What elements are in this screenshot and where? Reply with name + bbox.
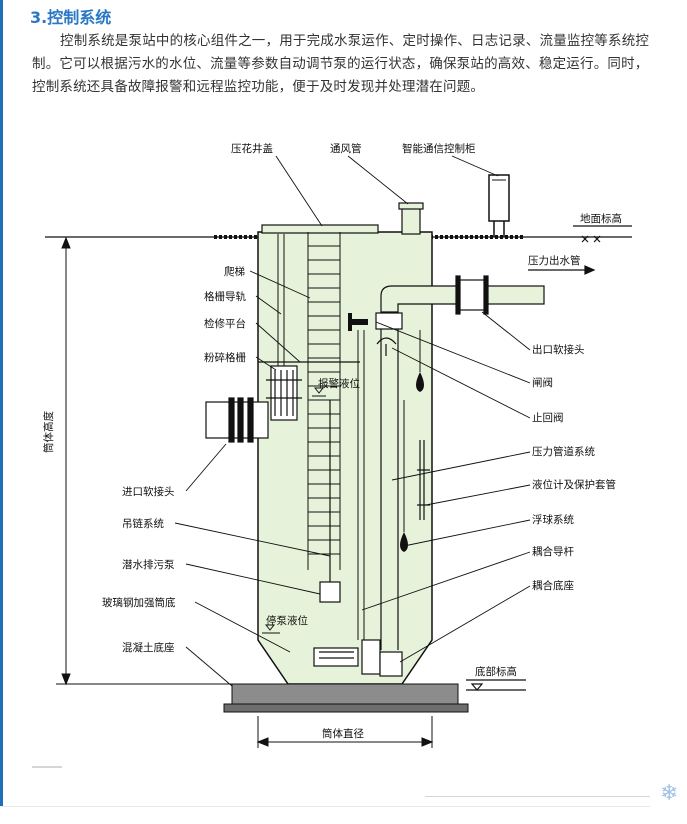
vent-pipe: [401, 207, 421, 235]
label-bottom-level: 底部标高: [475, 665, 517, 678]
guide-rods: [357, 330, 365, 640]
label-diameter: 筒体直径: [322, 727, 364, 740]
ground-marker: [573, 225, 632, 243]
label-chain: 吊链系统: [122, 517, 164, 530]
label-guide-rod: 耦合导杆: [532, 545, 574, 558]
section-heading: 3.控制系统: [30, 8, 112, 27]
label-grille-rail: 格栅导轨: [204, 290, 246, 303]
label-level-gauge: 液位计及保护套管: [532, 478, 616, 491]
label-frp-bottom: 玻璃钢加强筒底: [102, 596, 176, 609]
alarm-level-mark: [312, 387, 326, 397]
well-cover: [261, 224, 379, 234]
pump-station-diagram: 压花井盖 通风管 智能通信控制柜 地面标高 压力出水管 出口软接头 闸阀 止回阀…: [42, 142, 632, 748]
label-platform: 检修平台: [204, 317, 246, 330]
label-pump: 潜水排污泵: [122, 558, 175, 571]
outlet-pipework: [380, 275, 545, 315]
outlet-arrow: [528, 265, 596, 275]
label-crusher: 粉碎格栅: [204, 351, 246, 364]
label-cover: 压花井盖: [231, 142, 273, 155]
stop-float: [400, 532, 408, 552]
pressure-pipe: [380, 312, 399, 650]
label-cabinet: 智能通信控制柜: [402, 142, 476, 155]
label-check-valve: 止回阀: [532, 411, 564, 424]
label-pressure-pipe: 压力管道系统: [532, 445, 595, 458]
level-gauge: [417, 440, 430, 520]
label-alarm-level: 报警液位: [318, 377, 360, 390]
left-accent-rule: [0, 0, 3, 806]
control-cabinet: [488, 174, 510, 222]
label-gate-valve: 闸阀: [532, 376, 553, 389]
check-valve: [376, 337, 397, 356]
snowflake-icon: ❄: [660, 781, 679, 806]
label-stop-level: 停泵液位: [266, 614, 308, 627]
crusher-grille: [266, 365, 302, 421]
label-float: 浮球系统: [532, 513, 574, 526]
diameter-dimension: [256, 716, 434, 748]
label-vent: 通风管: [330, 142, 362, 155]
stop-level-mark: [262, 624, 280, 634]
concrete-base: [231, 683, 459, 707]
height-dimension: [56, 236, 232, 686]
vent-cap: [398, 202, 424, 210]
page-mark: [32, 766, 62, 768]
ladder: [307, 232, 341, 570]
bottom-divider-full: [0, 806, 650, 807]
section-paragraph: 控制系统是泵站中的核心组件之一，用于完成水泵运作、定时操作、日志记录、流量监控等…: [32, 33, 650, 95]
inlet-pipe: [205, 397, 269, 443]
bottom-divider: [425, 796, 650, 797]
label-concrete-base: 混凝土底座: [122, 641, 175, 654]
leader-lines: [174, 155, 531, 687]
coupling-base: [379, 651, 403, 677]
alarm-float: [416, 372, 424, 392]
label-outlet-pipe: 压力出水管: [528, 254, 581, 267]
label-ground: 地面标高: [580, 212, 622, 225]
bottom-level-marker: [466, 679, 526, 691]
label-height: 筒体高度: [42, 411, 55, 453]
label-ladder: 爬梯: [224, 265, 245, 278]
label-outlet-joint: 出口软接头: [532, 343, 585, 356]
label-coupling-base: 耦合底座: [532, 579, 574, 592]
label-inlet-joint: 进口软接头: [122, 485, 175, 498]
